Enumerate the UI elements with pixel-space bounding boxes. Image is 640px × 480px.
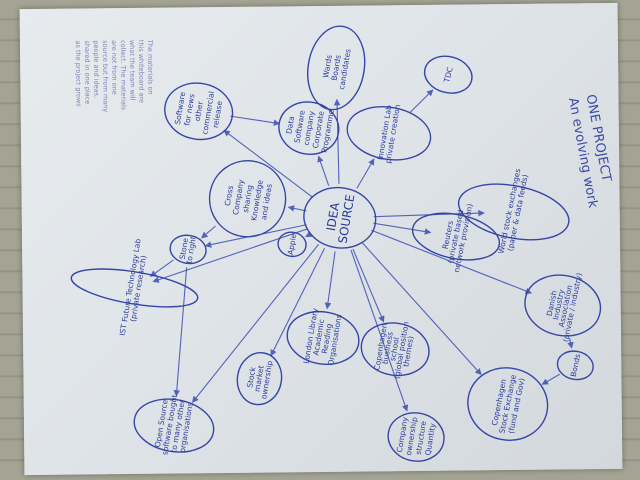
connector-arrow-bonds-to-copenhagen-stock (541, 373, 560, 385)
connector-arrow-hub-to-software-comm (223, 129, 313, 198)
bubble-outline (360, 322, 430, 377)
connector-arrow-hub-to-stock-market (270, 247, 326, 357)
bubble-outline (524, 274, 602, 337)
bubble-label: school (388, 337, 401, 362)
bubble-label: Stock (245, 366, 257, 389)
bubble-london-library: London LibraryAcademicReadingOrganisatio… (286, 307, 360, 366)
connector-arrow-hub-to-copenhagen-stock (362, 242, 482, 376)
bubble-label: IDEA (324, 201, 343, 232)
side-note-line: shared in one place (83, 40, 92, 104)
bubble-bonds: Bonds (556, 350, 594, 381)
side-note-line: what the team will (128, 40, 137, 101)
bubble-label: Apple (286, 233, 298, 256)
connector-arrow-hub-to-cross-comm (287, 205, 307, 212)
bubble-outline (387, 412, 445, 462)
bubble-label: release (211, 100, 224, 129)
bubble-outline (236, 352, 283, 406)
connector-arrow-hub-to-data-software (317, 155, 330, 186)
connector-arrow-hub-to-ist-future (152, 228, 308, 283)
bubble-tdc: TDC (423, 55, 473, 94)
side-note-line: as the project grows (74, 40, 83, 107)
bubble-outline (70, 268, 199, 308)
connector-arrow-hub-to-london-library (324, 251, 336, 310)
bubble-label: candidates (337, 48, 353, 90)
bubble-label: Data (284, 115, 296, 134)
bubble-label: Stone (178, 237, 190, 260)
bubble-label: Cross (223, 185, 235, 207)
bubble-outline (411, 212, 501, 261)
bubble-label: Bonds (569, 353, 582, 378)
bubble-outline (303, 186, 377, 249)
connector-arrow-stone-to-right-to-open-source (173, 267, 188, 397)
side-note-line: collect. The materials (119, 40, 128, 111)
bubble-outline (286, 310, 360, 366)
connector-arrow-hub-to-reuters (373, 222, 432, 235)
side-note-line: people and ideas, (92, 40, 101, 98)
connector-arrow-innovation-lab-to-tdc (409, 89, 434, 113)
bubble-outline (164, 82, 234, 141)
bubble-apple: Apple (277, 231, 307, 258)
connector-arrow-hub-to-apple (305, 230, 313, 238)
side-note-line: are not from one (110, 40, 119, 95)
bubble-outline (277, 231, 307, 258)
bubble-label: TDC (442, 66, 455, 84)
connector-arrow-hub-to-innovation-lab (356, 158, 375, 189)
bubble-label: Wards (321, 54, 334, 78)
connector-arrow-stone-to-right-to-ist-future (149, 259, 174, 277)
side-note-line: The materials on (146, 39, 155, 95)
bubble-outline (467, 367, 549, 441)
bubble-label: market (252, 365, 265, 393)
bubble-outline (208, 160, 287, 238)
connector-lines (149, 89, 574, 412)
bubble-outline (457, 183, 570, 241)
bubble-outline (278, 101, 340, 155)
connector-arrow-hub-to-open-source (191, 244, 319, 403)
connector-arrow-hub-to-danish (371, 229, 533, 295)
side-note-line: this whiteboard are (137, 40, 146, 103)
bubble-label: Boards (330, 54, 343, 81)
bubble-label: to right (184, 236, 197, 265)
bubble-outline (169, 234, 207, 265)
connector-arrow-cross-comm-to-stone-to-right (200, 225, 216, 239)
connector-arrow-danish-to-bonds (567, 338, 574, 349)
connector-arrow-hub-to-wards (333, 98, 341, 184)
connector-arrow-hub-to-copenhagen-biz (352, 248, 385, 323)
bubble-outline (133, 398, 215, 453)
side-note-line: source but from many (101, 40, 110, 112)
connector-arrow-hub-to-company-ownership (350, 249, 409, 412)
connector-arrow-software-comm-to-data-software (230, 115, 281, 127)
bubble-outline (346, 106, 432, 161)
bubble-outline (423, 55, 473, 94)
bubble-label: SOURCE (335, 193, 357, 244)
bubble-outline (556, 350, 594, 381)
bubble-label: other (193, 100, 205, 122)
